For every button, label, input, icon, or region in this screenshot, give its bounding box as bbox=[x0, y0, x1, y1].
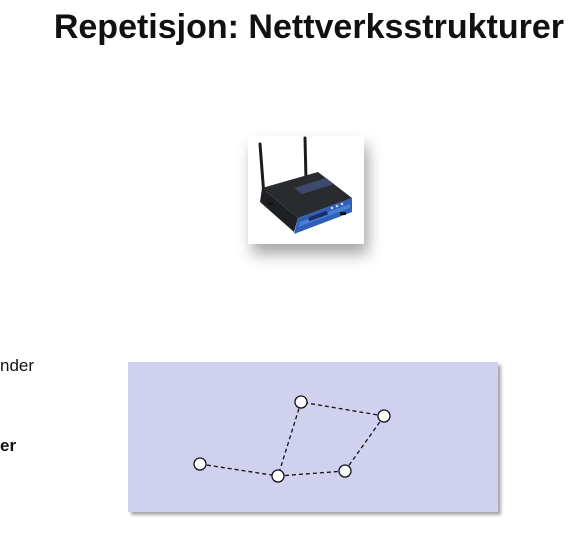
network-edge-n3-n4 bbox=[344, 415, 385, 472]
wireless-router-icon bbox=[258, 136, 352, 234]
network-node-n5 bbox=[294, 395, 308, 409]
network-nodes bbox=[193, 395, 391, 483]
network-edge-n1-n2 bbox=[199, 463, 279, 477]
network-node-n4 bbox=[377, 409, 391, 423]
router-photo bbox=[248, 136, 364, 244]
side-text-fragment: nder bbox=[0, 356, 35, 375]
network-diagram bbox=[128, 362, 498, 512]
network-edge-n2-n3 bbox=[277, 470, 346, 477]
slide-title: Repetisjon: Nettverksstrukturer bbox=[53, 8, 564, 46]
network-node-n3 bbox=[338, 464, 352, 478]
network-node-n2 bbox=[271, 469, 285, 483]
network-edge-n4-n5 bbox=[300, 401, 385, 417]
side-text-fragment-bold: er bbox=[0, 436, 17, 455]
network-edge-n5-n2 bbox=[277, 401, 302, 477]
network-node-n1 bbox=[193, 457, 207, 471]
network-edges bbox=[199, 401, 385, 477]
network-graph bbox=[193, 395, 391, 483]
